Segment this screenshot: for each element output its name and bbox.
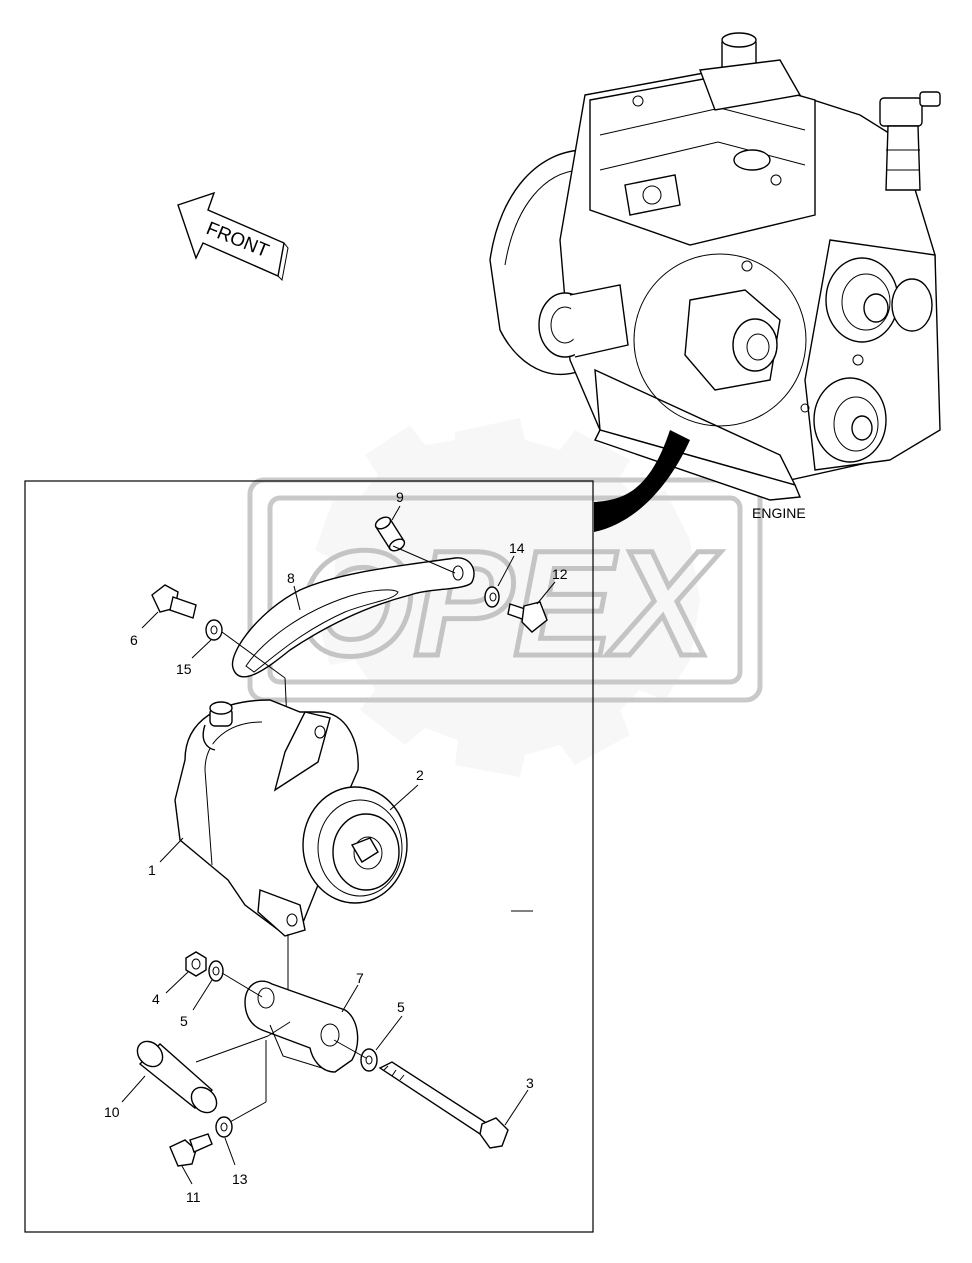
- svg-text:12: 12: [552, 566, 568, 582]
- svg-text:5: 5: [180, 1013, 188, 1029]
- callout-14: 14: [497, 540, 525, 587]
- callout-4: 4: [152, 971, 189, 1007]
- front-direction-arrow: FRONT: [177, 191, 289, 282]
- svg-text:13: 13: [232, 1171, 248, 1187]
- detail-link-wedge: [594, 430, 690, 532]
- callout-15: 15: [176, 639, 212, 677]
- callout-8: 8: [287, 570, 301, 611]
- part-pulley: [302, 786, 408, 904]
- callout-5b: 5: [375, 999, 405, 1051]
- part-bracket: [244, 980, 359, 1073]
- callout-1: 1: [148, 837, 184, 878]
- part-washer-5b: [360, 1048, 378, 1072]
- callout-11: 11: [181, 1165, 201, 1205]
- svg-text:2: 2: [416, 767, 424, 783]
- part-washer-5a: [208, 960, 224, 982]
- svg-text:10: 10: [104, 1104, 120, 1120]
- part-nut-4: [185, 951, 207, 977]
- callout-10: 10: [104, 1075, 146, 1120]
- svg-text:11: 11: [186, 1189, 201, 1205]
- callout-12: 12: [536, 566, 568, 605]
- detail-frame: [24, 480, 594, 1233]
- callout-6: 6: [130, 611, 159, 648]
- svg-text:14: 14: [509, 540, 525, 556]
- svg-text:4: 4: [152, 991, 160, 1007]
- callout-7: 7: [341, 970, 364, 1013]
- part-washer-15: [205, 619, 223, 641]
- engine-illustration: ENGINE: [489, 32, 941, 521]
- svg-text:6: 6: [130, 632, 138, 648]
- part-sleeve: [136, 1040, 218, 1114]
- svg-text:1: 1: [148, 862, 156, 878]
- svg-text:9: 9: [396, 489, 404, 505]
- svg-text:7: 7: [356, 970, 364, 986]
- svg-text:15: 15: [176, 661, 192, 677]
- callout-9: 9: [391, 489, 404, 521]
- part-bolt-6: [151, 584, 197, 619]
- svg-text:3: 3: [526, 1075, 534, 1091]
- svg-text:5: 5: [397, 999, 405, 1015]
- exploded-parts: [136, 516, 548, 1167]
- part-adjusting-strap: [231, 557, 475, 678]
- part-washer-14: [484, 586, 500, 608]
- callout-5a: 5: [180, 979, 213, 1029]
- part-washer-13: [215, 1116, 233, 1138]
- callouts: 1 2 3 4 5 5 6 7: [104, 489, 568, 1205]
- part-bolt-12: [507, 601, 548, 633]
- callout-13: 13: [224, 1137, 248, 1187]
- svg-text:8: 8: [287, 570, 295, 586]
- part-spacer: [374, 516, 406, 552]
- part-long-bolt: [378, 1061, 509, 1149]
- part-bolt-11: [169, 1133, 213, 1167]
- callout-3: 3: [504, 1075, 534, 1126]
- callout-2: 2: [389, 767, 424, 811]
- engine-label: ENGINE: [752, 505, 806, 521]
